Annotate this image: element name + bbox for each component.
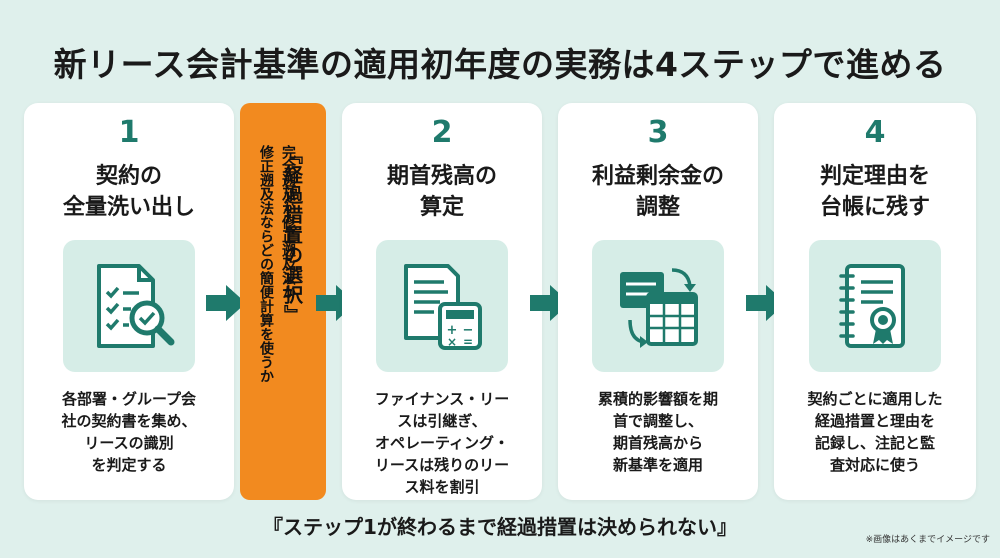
step-heading: 期首残高の 算定 [342, 161, 542, 223]
step-description: ファイナンス・リー スは引継ぎ、 オペレーティング・ リースは残りのリー ス料を… [348, 388, 536, 498]
step-heading-line: 全量洗い出し [62, 195, 195, 220]
step-description-line: 期首残高から [612, 434, 703, 452]
step-heading-line: 利益剰余金の [591, 164, 724, 189]
step-number: 3 [647, 115, 669, 150]
svg-text:×: × [447, 335, 457, 349]
step-description-line: 首で調整し、 [612, 412, 703, 430]
svg-text:−: − [463, 323, 474, 338]
step-description-line: 社の契約書を集め、 [61, 412, 197, 430]
step-description-line: 各部署・グループ会 [61, 390, 197, 408]
svg-text:=: = [463, 335, 473, 349]
step-description-line: 記録し、注記と監 [814, 434, 935, 452]
step-card-2: 2 期首残高の 算定 + − × = ファイナンス・リー スは引継ぎ、 オペレー… [342, 103, 542, 500]
step-heading: 判定理由を 台帳に残す [774, 161, 976, 223]
checklist-magnifier-icon [63, 240, 195, 372]
step-description-line: 経過措置と理由を [814, 412, 935, 430]
step-description-line: リースの識別 [84, 434, 174, 452]
footer-caption: 『ステップ1が終わるまで経過措置は決められない』 [263, 515, 737, 539]
step-heading-line: 調整 [635, 195, 680, 220]
step-card-4: 4 判定理由を 台帳に残す 契約ごとに適用した 経過措置と理由を [774, 103, 976, 500]
step-heading: 利益剰余金の 調整 [558, 161, 758, 223]
document-calculator-icon: + − × = [376, 240, 508, 372]
step-description-line: オペレーティング・ [374, 434, 510, 452]
step-description-line: を判定する [91, 456, 167, 474]
step-number: 4 [864, 115, 886, 150]
step-heading-line: 期首残高の [386, 164, 497, 189]
image-note: ※画像はあくまでイメージです [865, 535, 990, 545]
step-card-3: 3 利益剰余金の 調整 累積的影響額を期 首で調整し、 期首残高から 新基準を適… [558, 103, 758, 500]
step-description-line: 新基準を適用 [612, 456, 703, 474]
step-description-line: 査対応に使う [829, 456, 920, 474]
spreadsheet-exchange-icon [592, 240, 724, 372]
step-heading-line: 契約の [95, 164, 162, 189]
step-heading-line: 算定 [419, 195, 464, 220]
transition-main: 『経過措置の選択』 [281, 145, 303, 325]
step-heading-line: 台帳に残す [819, 195, 930, 220]
svg-text:+: + [447, 323, 458, 338]
step-description-line: スは引継ぎ、 [397, 412, 487, 430]
step-description-line: 契約ごとに適用した [807, 390, 943, 408]
step-number: 1 [118, 115, 140, 150]
step-card-1: 1 契約の 全量洗い出し 各部署・グループ会 社の契約書を集め、 リースの識別 … [24, 103, 234, 500]
arrow-right-icon [206, 285, 246, 321]
step-description-line: 累積的影響額を期 [597, 390, 718, 408]
ledger-seal-icon [809, 240, 941, 372]
transition-sub-line: 完全遡及か修正遡及法か [280, 145, 296, 299]
step-heading: 契約の 全量洗い出し [24, 161, 234, 223]
step-description-line: ファイナンス・リー [374, 390, 510, 408]
page-title: 新リース会計基準の適用初年度の実務は4ステップで進める [53, 45, 947, 84]
step-description-line: リースは残りのリー [374, 456, 510, 474]
step-description: 契約ごとに適用した 経過措置と理由を 記録し、注記と監 査対応に使う [780, 388, 970, 476]
step-description: 各部署・グループ会 社の契約書を集め、 リースの識別 を判定する [30, 388, 228, 476]
transition-sub: 完全遡及か修正遡及法か 修正遡及法ならどの簡便計算を使うか [255, 145, 299, 383]
step-number: 2 [431, 115, 453, 150]
step-description-line: ス料を割引 [404, 478, 480, 496]
step-heading-line: 判定理由を [819, 164, 930, 189]
step-description: 累積的影響額を期 首で調整し、 期首残高から 新基準を適用 [564, 388, 752, 476]
transition-callout: 『経過措置の選択』 完全遡及か修正遡及法か 修正遡及法ならどの簡便計算を使うか [240, 103, 326, 500]
transition-sub-line: 修正遡及法ならどの簡便計算を使うか [258, 145, 274, 383]
